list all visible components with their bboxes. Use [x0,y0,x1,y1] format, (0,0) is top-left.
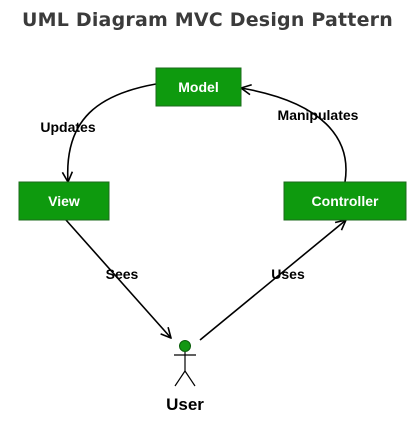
view-label: View [48,193,80,209]
actor-label: User [166,395,204,414]
model-box [155,67,242,107]
edge-label-updates: Updates [40,119,95,135]
controller-node: Controller [283,181,407,221]
edge-manipulates [241,88,347,183]
diagram-title: UML Diagram MVC Design Pattern [22,9,393,31]
model-label: Model [178,79,218,95]
view-node: View [18,181,110,221]
stick-figure-icon [174,340,196,387]
edge-label-sees: Sees [106,266,139,282]
edge-label-uses: Uses [271,266,305,282]
edge-updates [68,83,157,182]
controller-label: Controller [312,193,379,209]
model-node: Model [155,67,242,107]
actor-head [179,340,191,352]
view-box [18,181,110,221]
edge-uses [199,220,346,341]
edge-sees [65,219,171,338]
actor-left-leg [174,370,186,387]
edge-label-manipulates: Manipulates [278,107,359,123]
actor-right-leg [184,370,196,387]
controller-box [283,181,407,221]
